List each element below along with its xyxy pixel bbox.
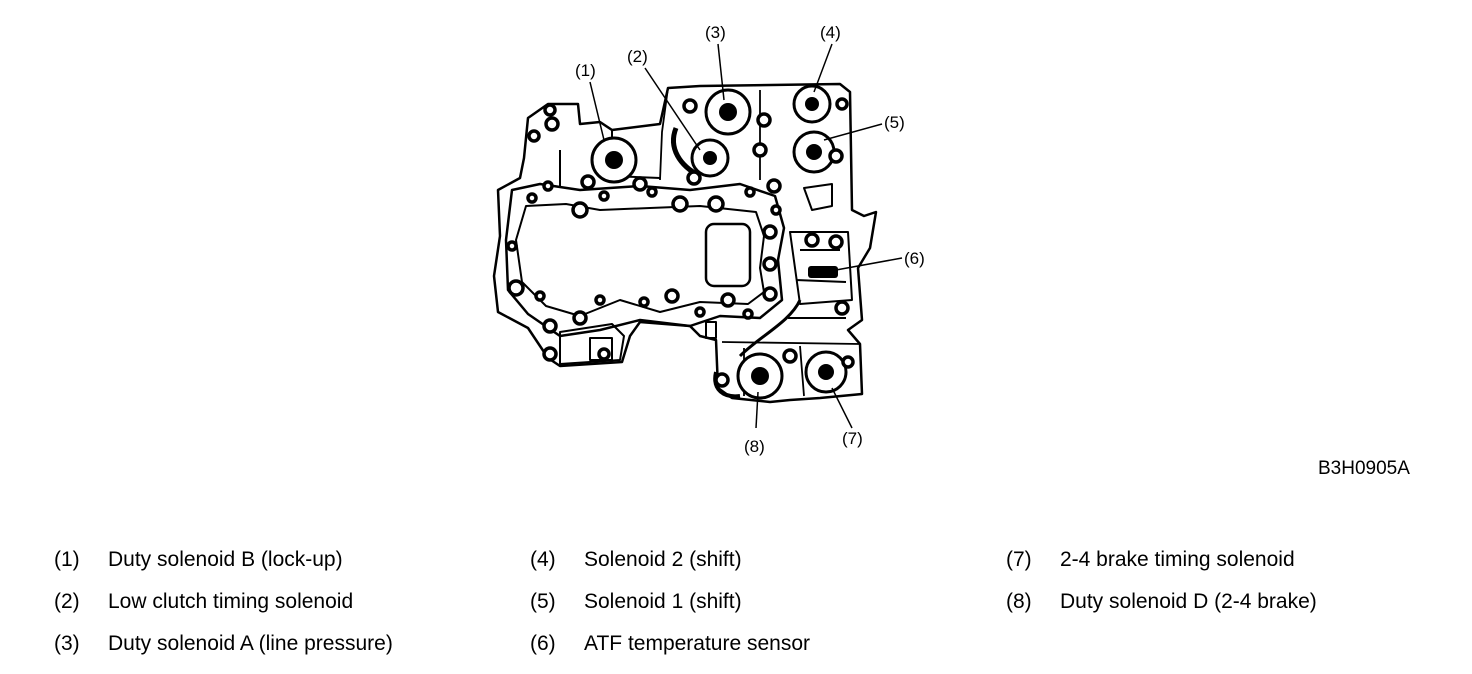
legend-number: (4) bbox=[530, 548, 556, 571]
legend-item-1: (1) Duty solenoid B (lock-up) bbox=[54, 548, 343, 572]
callout-2: (2) bbox=[627, 47, 648, 66]
callout-4: (4) bbox=[820, 23, 841, 42]
legend-label: Solenoid 2 (shift) bbox=[584, 548, 742, 571]
valve-body-outline bbox=[492, 82, 878, 404]
valve-body-diagram: (1) (2) (3) (4) (5) (6) (7) (8) bbox=[492, 23, 925, 456]
legend-number: (8) bbox=[1006, 590, 1032, 613]
legend-item-7: (7) 2-4 brake timing solenoid bbox=[1006, 548, 1295, 572]
callout-6: (6) bbox=[904, 249, 925, 268]
legend-label: 2-4 brake timing solenoid bbox=[1060, 548, 1295, 571]
legend-number: (6) bbox=[530, 632, 556, 655]
figure-code: B3H0905A bbox=[1318, 458, 1410, 479]
legend-number: (5) bbox=[530, 590, 556, 613]
callout-3: (3) bbox=[705, 23, 726, 42]
legend-label: Duty solenoid D (2-4 brake) bbox=[1060, 590, 1317, 613]
legend-item-3: (3) Duty solenoid A (line pressure) bbox=[54, 632, 393, 656]
legend-item-5: (5) Solenoid 1 (shift) bbox=[530, 590, 742, 614]
legend-item-4: (4) Solenoid 2 (shift) bbox=[530, 548, 742, 572]
legend-item-8: (8) Duty solenoid D (2-4 brake) bbox=[1006, 590, 1317, 614]
legend-label: Low clutch timing solenoid bbox=[108, 590, 354, 613]
legend-label: Solenoid 1 (shift) bbox=[584, 590, 742, 613]
legend-label: ATF temperature sensor bbox=[584, 632, 811, 655]
legend-label: Duty solenoid A (line pressure) bbox=[108, 632, 393, 655]
legend-number: (1) bbox=[54, 548, 80, 571]
legend-number: (2) bbox=[54, 590, 80, 613]
gasket-outline bbox=[504, 182, 786, 338]
legend-item-6: (6) ATF temperature sensor bbox=[530, 632, 810, 656]
legend-label: Duty solenoid B (lock-up) bbox=[108, 548, 343, 571]
legend-number: (7) bbox=[1006, 548, 1032, 571]
callout-5: (5) bbox=[884, 113, 905, 132]
callout-7: (7) bbox=[842, 429, 863, 448]
legend-number: (3) bbox=[54, 632, 80, 655]
callout-1: (1) bbox=[575, 61, 596, 80]
callout-8: (8) bbox=[744, 437, 765, 456]
legend-item-2: (2) Low clutch timing solenoid bbox=[54, 590, 353, 614]
